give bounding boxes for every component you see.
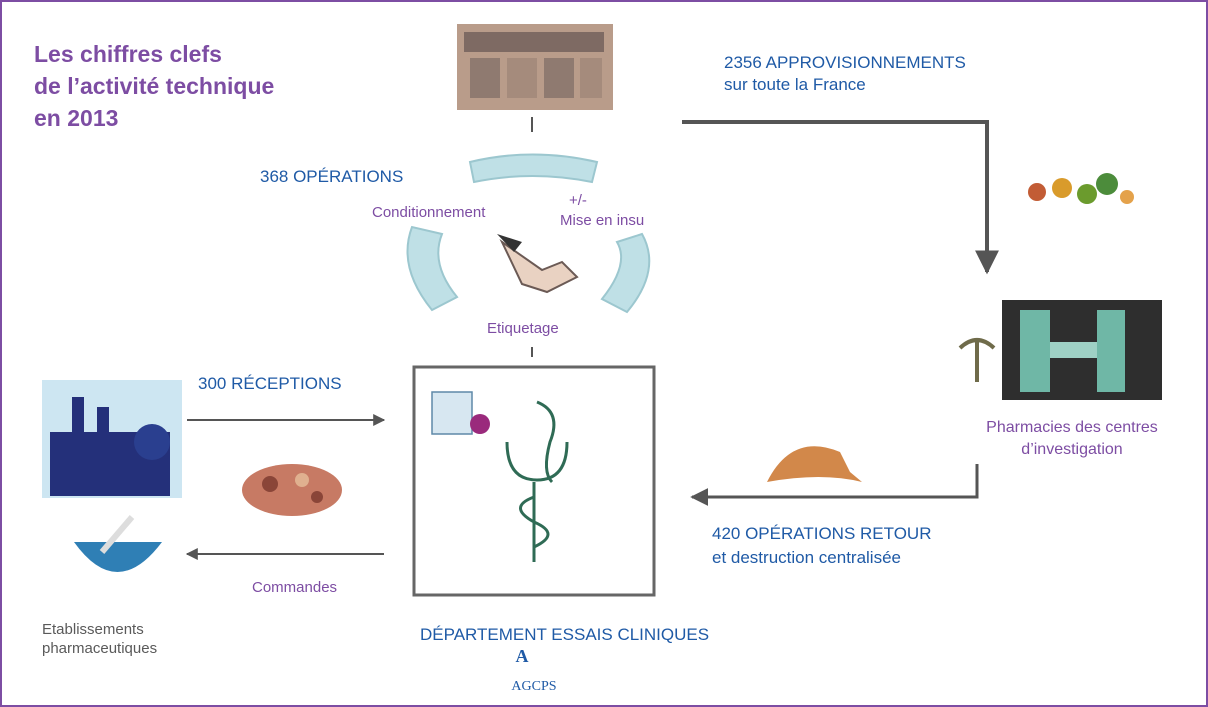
etablissements-label: Etablissements pharmaceutiques [42,620,157,658]
pharmacy-photo [1002,300,1162,400]
document-icon [431,391,490,435]
department-label: DÉPARTEMENT ESSAIS CLINIQUES [420,625,710,644]
svg-text:AGCPS: AGCPS [511,679,556,694]
conditionnement-label: Conditionnement [372,204,486,221]
pharmacies-line-1: Pharmacies des centres [986,419,1158,436]
operations-label: 368 OPÉRATIONS [260,167,404,186]
etablissements-line-1: Etablissements [42,621,144,638]
svg-text:A: A [516,646,529,666]
caduceus-small-icon [958,338,996,382]
returns-line-1: 420 OPÉRATIONS RETOUR [712,524,932,543]
hat-icon [767,446,862,482]
etablissements-line-2: pharmaceutiques [42,640,158,657]
supply-arrow [682,120,999,275]
pills-icon [242,464,342,516]
page-title: Les chiffres clefs de l’activité techniq… [34,38,274,134]
warehouse-photo [457,24,613,110]
mortar-icon [74,515,162,572]
supply-line-1: 2356 APPROVISIONNEMENTS [724,53,966,72]
title-line-2: de l’activité technique [34,73,275,99]
agcps-logo: A AGCPS [511,646,556,694]
caduceus-icon [505,400,569,562]
returns-label: 420 OPÉRATIONS RETOUR et destruction cen… [712,522,931,570]
supply-line-2: sur toute la France [724,75,866,94]
returns-line-2: et destruction centralisée [712,548,901,567]
supply-label: 2356 APPROVISIONNEMENTS sur toute la Fra… [724,52,966,96]
pharmacies-label: Pharmacies des centres d’investigation [957,417,1187,461]
operation-cycle [406,153,651,314]
receptions-label: 300 RÉCEPTIONS [198,374,342,393]
plusminus-label: +/- [569,192,587,209]
mise-en-insu-label: Mise en insu [560,212,645,229]
pharmacies-line-2: d’investigation [1021,441,1123,458]
return-arrow [690,464,979,506]
factory-icon [42,380,182,498]
vials-icon [1028,173,1134,204]
etiquetage-label: Etiquetage [487,320,559,337]
hand-icon [497,234,579,294]
title-line-3: en 2013 [34,105,119,131]
title-line-1: Les chiffres clefs [34,41,222,67]
commandes-label: Commandes [252,579,338,596]
